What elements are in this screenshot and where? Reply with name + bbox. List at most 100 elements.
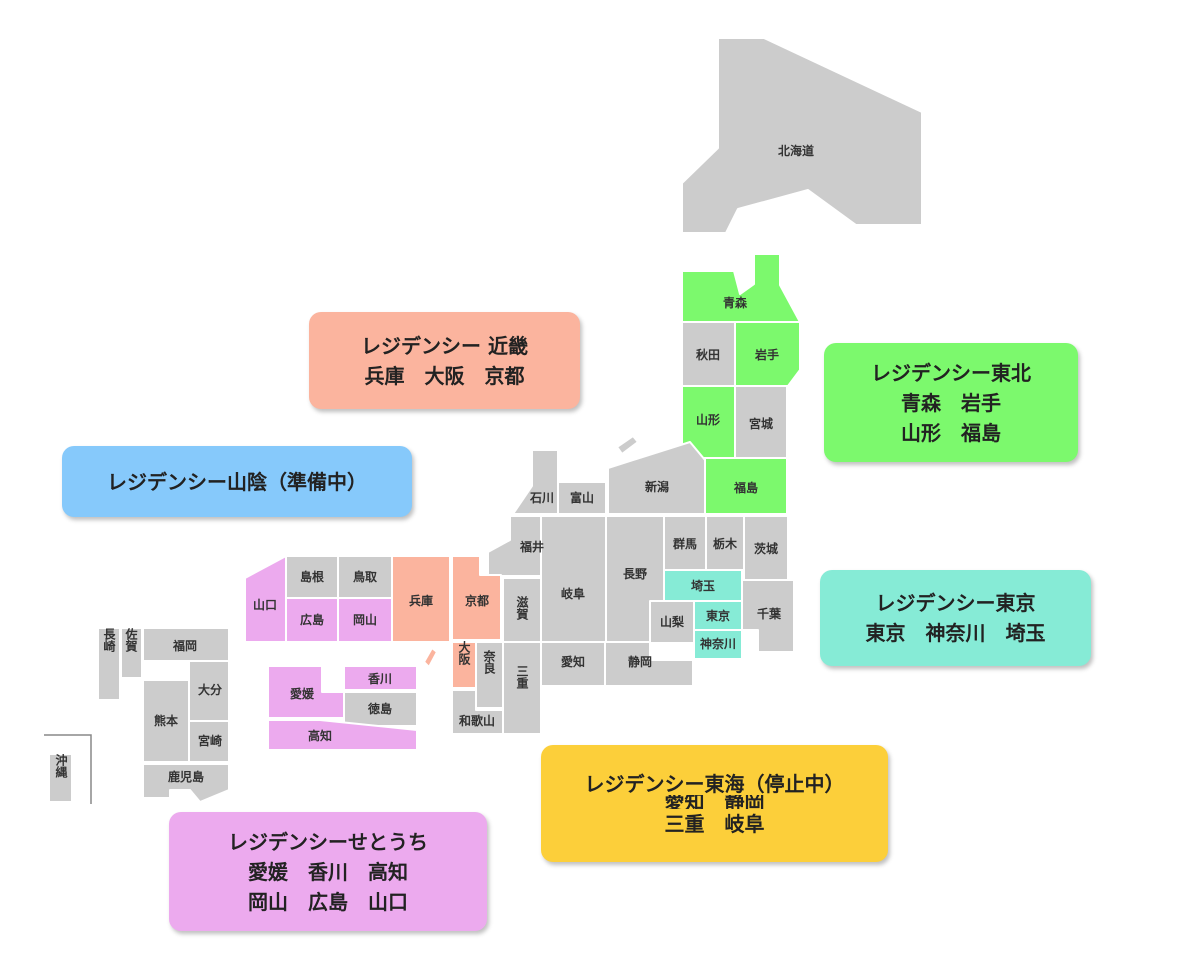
pref-kyoto[interactable] bbox=[451, 555, 502, 641]
label-ishikawa: 石川 bbox=[529, 491, 554, 505]
residency-tokyo-line-1: 東京 神奈川 埼玉 bbox=[865, 621, 1046, 645]
residency-tokyo-card[interactable]: レジデンシー東京 東京 神奈川 埼玉 bbox=[820, 570, 1091, 666]
label-yamagata: 山形 bbox=[696, 412, 720, 427]
residency-tokai-line-1: 愛知 静岡 bbox=[664, 794, 765, 809]
label-akita: 秋田 bbox=[696, 347, 720, 362]
label-hyogo: 兵庫 bbox=[409, 593, 433, 608]
pref-kanagawa[interactable] bbox=[693, 629, 743, 660]
residency-tokai-title: レジデンシー東海（停止中） bbox=[584, 771, 845, 796]
pref-miyagi[interactable] bbox=[734, 385, 788, 459]
label-oita: 大分 bbox=[198, 682, 222, 697]
label-miyagi: 宮城 bbox=[749, 416, 773, 431]
label-kagawa: 香川 bbox=[367, 671, 392, 686]
label-chiba: 千葉 bbox=[757, 606, 782, 621]
label-hokkaido: 北海道 bbox=[778, 143, 814, 158]
pref-gunma[interactable] bbox=[663, 515, 707, 571]
label-saitama: 埼玉 bbox=[691, 578, 715, 593]
label-fukushima: 福島 bbox=[733, 480, 758, 495]
pref-miyazaki[interactable] bbox=[188, 720, 230, 763]
label-toyama: 富山 bbox=[570, 490, 594, 505]
label-kanagawa: 神奈川 bbox=[700, 636, 736, 651]
residency-kinki-card[interactable]: レジデンシー 近畿 兵庫 大阪 京都 bbox=[309, 312, 580, 409]
label-kagoshima: 鹿児島 bbox=[168, 769, 204, 784]
label-okayama: 岡山 bbox=[353, 612, 377, 627]
label-wakayama: 和歌山 bbox=[458, 713, 495, 728]
residency-setouchi-title: レジデンシーせとうち bbox=[228, 829, 428, 854]
label-fukuoka: 福岡 bbox=[172, 638, 197, 653]
label-osaka: 大阪 bbox=[457, 640, 471, 666]
island-sado bbox=[616, 435, 639, 455]
pref-iwate[interactable] bbox=[734, 321, 801, 387]
pref-tokyo[interactable] bbox=[693, 600, 743, 631]
pref-fukushima[interactable] bbox=[704, 457, 788, 515]
residency-setouchi-line-2: 岡山 広島 山口 bbox=[248, 889, 408, 914]
label-miyazaki: 宮崎 bbox=[198, 733, 222, 748]
residency-tohoku-title: レジデンシー東北 bbox=[871, 360, 1031, 385]
okinawa-inset-frame bbox=[44, 734, 92, 804]
label-tokyo: 東京 bbox=[706, 608, 730, 623]
label-aichi: 愛知 bbox=[561, 654, 585, 669]
label-mie: 三重 bbox=[515, 665, 529, 689]
pref-aichi[interactable] bbox=[540, 641, 606, 687]
residency-kinki-title: レジデンシー 近畿 bbox=[361, 333, 528, 358]
pref-shiga[interactable] bbox=[502, 577, 542, 643]
label-ehime: 愛媛 bbox=[290, 686, 315, 701]
label-aomori: 青森 bbox=[723, 295, 748, 310]
label-nara: 奈良 bbox=[482, 649, 496, 675]
residency-sanin-card[interactable]: レジデンシー山陰（準備中） bbox=[62, 446, 412, 517]
label-yamaguchi: 山口 bbox=[253, 597, 277, 612]
label-kyoto: 京都 bbox=[465, 593, 489, 608]
label-gifu: 岐阜 bbox=[561, 586, 585, 601]
pref-aomori[interactable] bbox=[681, 253, 801, 323]
label-tottori: 鳥取 bbox=[353, 569, 377, 584]
pref-ishikawa[interactable] bbox=[512, 449, 559, 515]
residency-setouchi-card[interactable]: レジデンシーせとうち 愛媛 香川 高知 岡山 広島 山口 bbox=[169, 812, 487, 931]
pref-niigata[interactable] bbox=[607, 441, 706, 515]
label-iwate: 岩手 bbox=[754, 347, 779, 362]
residency-setouchi-line-1: 愛媛 香川 高知 bbox=[248, 859, 408, 884]
pref-fukuoka[interactable] bbox=[142, 627, 230, 662]
label-kumamoto: 熊本 bbox=[154, 713, 178, 728]
label-saga: 佐賀 bbox=[124, 627, 138, 653]
label-nagano: 長野 bbox=[623, 566, 647, 581]
label-hiroshima: 広島 bbox=[300, 612, 324, 627]
residency-tokyo-title: レジデンシー東京 bbox=[875, 591, 1036, 615]
label-okinawa: 沖縄 bbox=[54, 753, 68, 778]
pref-kagawa[interactable] bbox=[343, 665, 418, 691]
residency-tohoku-card[interactable]: レジデンシー東北 青森 岩手 山形 福島 bbox=[824, 343, 1078, 462]
label-kochi: 高知 bbox=[308, 728, 332, 743]
pref-kumamoto[interactable] bbox=[142, 679, 190, 763]
pref-kochi[interactable] bbox=[267, 719, 418, 751]
label-ibaraki: 茨城 bbox=[754, 541, 778, 556]
label-niigata: 新潟 bbox=[645, 479, 669, 494]
pref-nara[interactable] bbox=[475, 641, 504, 709]
pref-okinawa[interactable] bbox=[48, 753, 73, 803]
residency-kinki-line-1: 兵庫 大阪 京都 bbox=[364, 363, 525, 388]
label-gunma: 群馬 bbox=[672, 536, 697, 551]
residency-tokai-line-2: 三重 岐阜 bbox=[664, 811, 765, 836]
pref-kagoshima[interactable] bbox=[142, 763, 230, 803]
residency-sanin-title: レジデンシー山陰（準備中） bbox=[107, 469, 367, 494]
pref-saitama[interactable] bbox=[663, 569, 743, 602]
pref-wakayama[interactable] bbox=[451, 689, 504, 735]
label-shimane: 島根 bbox=[300, 569, 324, 584]
pref-toyama[interactable] bbox=[557, 481, 607, 515]
pref-tottori[interactable] bbox=[337, 555, 393, 599]
pref-osaka[interactable] bbox=[451, 641, 477, 689]
pref-shizuoka[interactable] bbox=[604, 641, 694, 687]
residency-tohoku-line-1: 青森 岩手 bbox=[901, 390, 1001, 415]
pref-hokkaido[interactable] bbox=[681, 37, 923, 234]
pref-gifu[interactable] bbox=[540, 515, 607, 643]
island-awaji bbox=[423, 647, 438, 668]
label-tokushima: 徳島 bbox=[367, 701, 392, 716]
label-fukui: 福井 bbox=[519, 539, 544, 554]
label-shizuoka: 静岡 bbox=[628, 654, 652, 669]
label-shiga: 滋賀 bbox=[515, 595, 529, 621]
pref-okayama[interactable] bbox=[337, 597, 393, 643]
label-yamanashi: 山梨 bbox=[660, 614, 684, 629]
residency-tokai-card[interactable]: レジデンシー東海（停止中） 愛知 静岡 三重 岐阜 bbox=[541, 745, 888, 862]
pref-yamanashi[interactable] bbox=[649, 600, 695, 644]
residency-tohoku-line-2: 山形 福島 bbox=[901, 420, 1001, 445]
label-nagasaki: 長崎 bbox=[102, 627, 116, 653]
